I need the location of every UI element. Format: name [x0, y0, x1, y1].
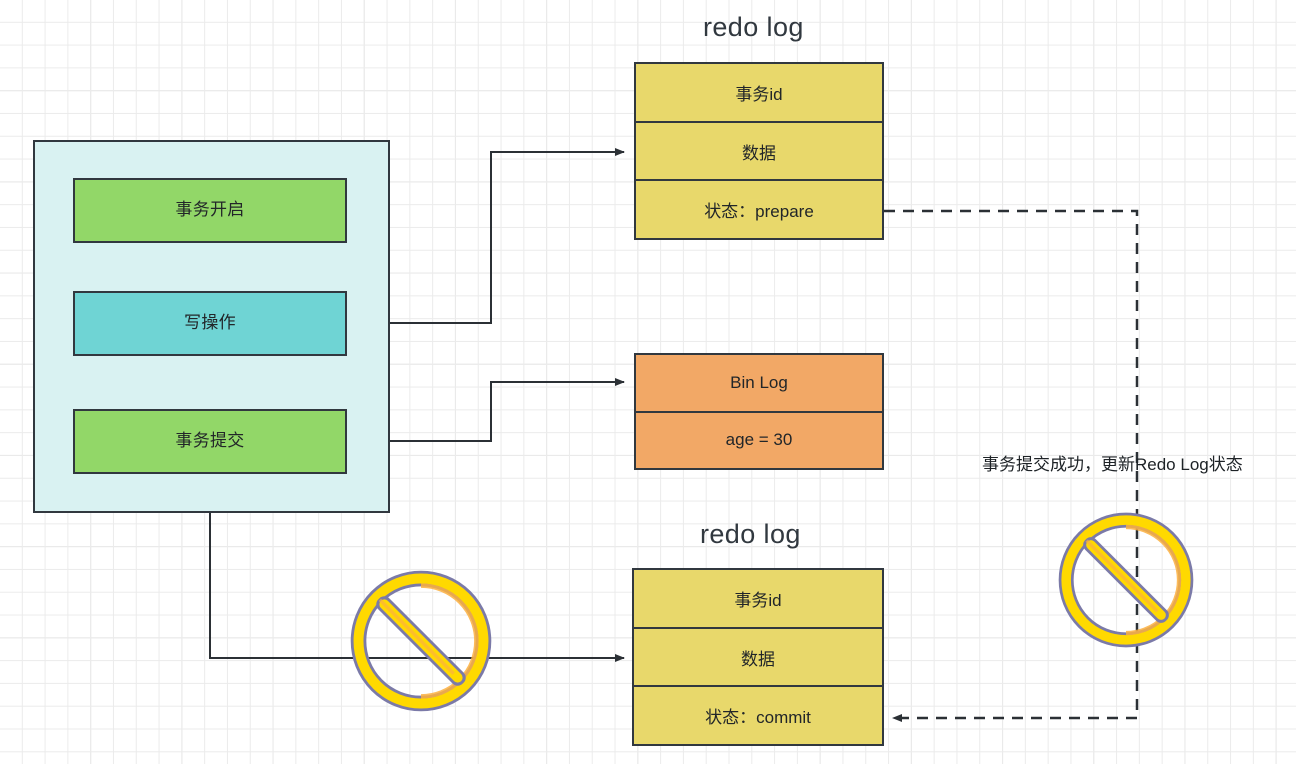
status-update-annotation: 事务提交成功，更新Redo Log状态	[982, 455, 1243, 474]
redo-log-top-cell-status: 状态：prepare	[704, 202, 814, 222]
prohibition-icon-commit-path	[350, 570, 492, 712]
redo-log-bottom-row-txid[interactable]: 事务id	[634, 570, 882, 627]
redo-log-bottom-row-status[interactable]: 状态：commit	[634, 685, 882, 745]
redo-log-top-table: 事务id 数据 状态：prepare	[634, 62, 884, 240]
bin-log-table: Bin Log age = 30	[634, 353, 884, 470]
step-label-transaction-commit: 事务提交	[175, 431, 245, 451]
step-box-transaction-commit[interactable]: 事务提交	[73, 409, 347, 474]
bin-log-cell-title: Bin Log	[730, 372, 788, 392]
bin-log-row-value[interactable]: age = 30	[636, 410, 882, 468]
step-box-write-operation[interactable]: 写操作	[73, 291, 347, 356]
redo-log-top-row-status[interactable]: 状态：prepare	[636, 179, 882, 239]
redo-log-bottom-cell-data: 数据	[741, 649, 775, 669]
step-box-transaction-begin[interactable]: 事务开启	[73, 178, 347, 243]
bin-log-cell-value: age = 30	[725, 430, 793, 450]
step-label-transaction-begin: 事务开启	[175, 200, 245, 220]
redo-log-top-row-data[interactable]: 数据	[636, 120, 882, 180]
redo-log-bottom-title: redo log	[700, 519, 801, 549]
redo-log-top-cell-txid: 事务id	[735, 84, 783, 104]
redo-log-top-title: redo log	[703, 12, 804, 42]
redo-log-bottom-row-data[interactable]: 数据	[634, 626, 882, 686]
step-label-write-operation: 写操作	[184, 313, 236, 333]
redo-log-bottom-cell-txid: 事务id	[734, 590, 782, 610]
redo-log-top-cell-data: 数据	[742, 143, 776, 163]
bin-log-row-title[interactable]: Bin Log	[636, 355, 882, 411]
prohibition-icon-status-update	[1058, 512, 1194, 648]
redo-log-bottom-table: 事务id 数据 状态：commit	[632, 568, 884, 746]
redo-log-top-row-txid[interactable]: 事务id	[636, 64, 882, 121]
redo-log-bottom-cell-status: 状态：commit	[705, 708, 811, 728]
